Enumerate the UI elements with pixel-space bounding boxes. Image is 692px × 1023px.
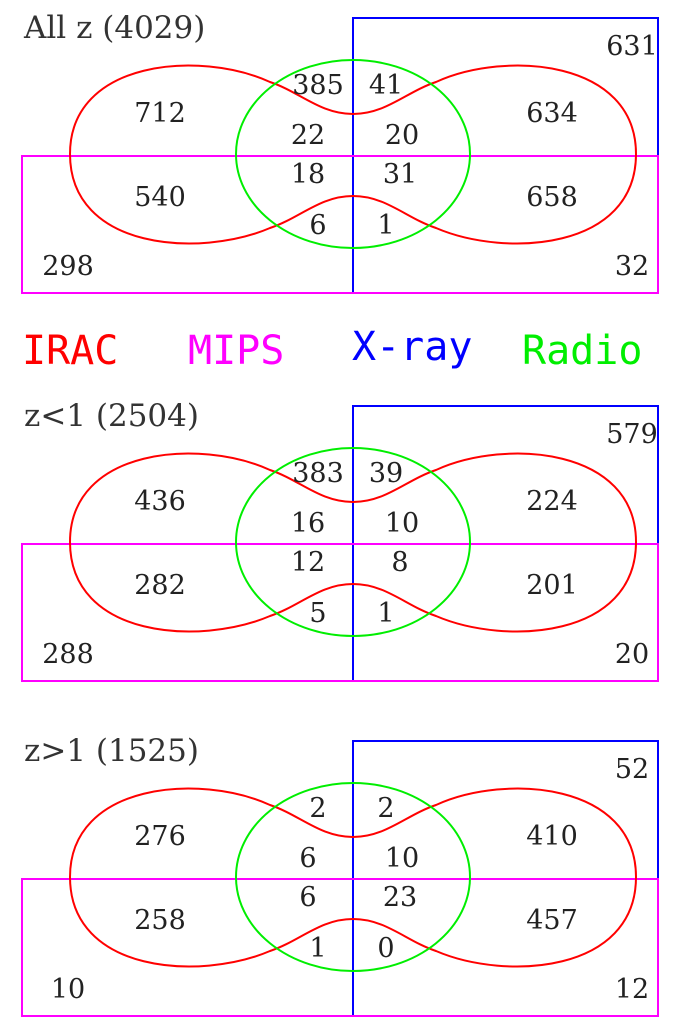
count-radio-mid-lower-right: 31 (383, 159, 417, 190)
mips-region (21, 878, 659, 1017)
count-radio-bottom-right: 0 (377, 933, 394, 964)
count-radio-bottom-left: 1 (309, 933, 326, 964)
count-radio-top-right: 41 (369, 70, 403, 101)
count-radio-mid-upper-left: 22 (291, 120, 325, 151)
count-radio-mid-upper-left: 16 (291, 508, 325, 539)
mips-region (21, 155, 659, 294)
count-radio-mid-lower-left: 6 (299, 882, 316, 913)
count-irac-mips: 258 (134, 905, 186, 936)
count-irac-xray: 634 (526, 98, 578, 129)
legend-mips: MIPS (188, 328, 284, 374)
irac-region (68, 452, 638, 633)
legend-radio: Radio (522, 328, 642, 374)
count-radio-mid-upper-left: 6 (299, 843, 316, 874)
count-radio-top-left: 2 (309, 793, 326, 824)
count-radio-mid-lower-left: 12 (291, 547, 325, 578)
count-radio-top-left: 383 (292, 458, 344, 489)
mips-region (21, 543, 659, 682)
count-irac-only: 436 (134, 486, 186, 517)
count-irac-mips-xray: 201 (526, 570, 578, 601)
count-irac-mips: 282 (134, 570, 186, 601)
count-radio-top-right: 2 (377, 793, 394, 824)
legend-xray: X-ray (352, 324, 472, 370)
count-radio-top-right: 39 (369, 458, 403, 489)
count-xray-only: 579 (606, 419, 658, 450)
count-xray-only: 631 (606, 31, 658, 62)
count-mips-xray: 20 (615, 639, 649, 670)
count-mips-xray: 12 (615, 974, 649, 1005)
panel-1: z<1 (2504) 579 436 282 288 224 201 20 383 39 16 10 1… (21, 398, 659, 682)
radio-region (235, 782, 471, 972)
count-irac-mips: 540 (134, 182, 186, 213)
count-irac-mips-xray: 658 (526, 182, 578, 213)
count-radio-mid-upper-right: 20 (385, 120, 419, 151)
count-radio-bottom-left: 6 (309, 210, 326, 241)
count-irac-xray: 224 (526, 486, 578, 517)
count-radio-top-left: 385 (292, 70, 344, 101)
count-radio-mid-upper-right: 10 (385, 843, 419, 874)
panel-title: z<1 (2504) (24, 398, 199, 434)
count-xray-only: 52 (615, 754, 649, 785)
count-mips-only: 10 (51, 974, 85, 1005)
count-irac-xray: 410 (526, 821, 578, 852)
panel-title: All z (4029) (23, 10, 205, 46)
count-radio-mid-lower-right: 23 (383, 882, 417, 913)
legend: IRAC MIPS X-ray Radio (22, 324, 642, 374)
panel-title: z>1 (1525) (24, 733, 199, 769)
count-mips-only: 288 (42, 639, 94, 670)
count-radio-mid-lower-left: 18 (291, 159, 325, 190)
count-radio-bottom-left: 5 (309, 598, 326, 629)
radio-region (235, 59, 471, 249)
legend-irac: IRAC (22, 328, 118, 374)
count-mips-only: 298 (42, 251, 94, 282)
irac-region (68, 64, 638, 245)
count-irac-only: 712 (134, 98, 186, 129)
irac-region (68, 787, 638, 968)
radio-region (235, 447, 471, 637)
count-radio-mid-upper-right: 10 (385, 508, 419, 539)
count-irac-only: 276 (134, 821, 186, 852)
count-radio-mid-lower-right: 8 (391, 547, 408, 578)
count-radio-bottom-right: 1 (377, 598, 394, 629)
count-irac-mips-xray: 457 (526, 905, 578, 936)
count-radio-bottom-right: 1 (377, 210, 394, 241)
count-mips-xray: 32 (615, 251, 649, 282)
